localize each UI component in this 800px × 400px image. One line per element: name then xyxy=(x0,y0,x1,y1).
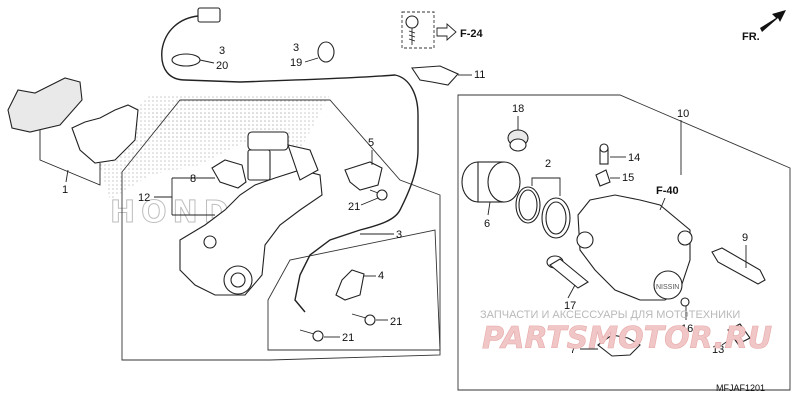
caliper-bracket xyxy=(179,131,323,296)
ref-f40: F-40 xyxy=(656,185,679,197)
callout-3a: 3 xyxy=(219,45,225,57)
callout-11: 11 xyxy=(474,69,485,81)
callout-8: 8 xyxy=(190,173,196,185)
pin-bolt-13 xyxy=(727,323,751,345)
callout-5: 5 xyxy=(368,137,374,149)
callout-1: 1 xyxy=(62,184,68,196)
callout-16: 16 xyxy=(681,323,693,335)
piston-seals-2 xyxy=(515,186,571,239)
callout-10: 10 xyxy=(677,108,689,120)
screw-bolt-icon xyxy=(405,15,419,45)
callout-7: 7 xyxy=(570,344,576,356)
part-code: MFJAF1201 xyxy=(716,383,765,393)
bleeder-cap-15 xyxy=(595,169,611,187)
callout-20: 20 xyxy=(216,60,228,72)
slide-pin-9 xyxy=(711,247,766,285)
slide-pin-17 xyxy=(546,255,589,289)
caliper-assembly-frame xyxy=(121,99,441,361)
watermark-brand: PARTSMOTOR.RU xyxy=(482,321,772,356)
ref-fr: FR. xyxy=(742,31,760,43)
callout-13: 13 xyxy=(712,344,724,356)
front-arrow-icon xyxy=(760,10,786,32)
caliper-body: NISSIN xyxy=(576,194,693,301)
pad-spring-7 xyxy=(597,334,641,357)
bleeder-cap-18 xyxy=(507,129,529,152)
callout-21a: 21 xyxy=(348,201,360,213)
arrow-right-icon xyxy=(436,22,457,42)
wire-clip-19 xyxy=(317,41,335,63)
piston-6 xyxy=(461,161,521,203)
bracket-subframe xyxy=(267,229,441,351)
caliper-brand-mark: NISSIN xyxy=(656,284,679,291)
callout-2: 2 xyxy=(545,158,551,170)
bolt-21b xyxy=(351,313,376,326)
wire-clamp-11 xyxy=(411,65,459,86)
ref-f24: F-24 xyxy=(460,28,484,40)
callout-9: 9 xyxy=(742,232,748,244)
caliper-body-frame xyxy=(457,94,791,391)
callout-19: 19 xyxy=(290,57,302,69)
callout-21b: 21 xyxy=(390,316,402,328)
bolt-21a xyxy=(369,189,388,201)
f24-frame xyxy=(401,11,435,49)
callout-14: 14 xyxy=(628,152,640,164)
callout-17: 17 xyxy=(564,300,576,312)
callout-18: 18 xyxy=(512,103,524,115)
callout-12: 12 xyxy=(138,192,150,204)
sensor-connector xyxy=(161,7,419,313)
sensor-bracket-5 xyxy=(344,161,383,191)
callout-4: 4 xyxy=(378,270,384,282)
wire-clip-20 xyxy=(171,53,201,67)
brake-pads xyxy=(7,77,139,186)
callout-21c: 21 xyxy=(342,332,354,344)
pad-spring-8 xyxy=(211,159,247,189)
callout-3b: 3 xyxy=(293,42,299,54)
callout-3c: 3 xyxy=(396,229,402,241)
watermark-caption: ЗАПЧАСТИ И АКСЕССУАРЫ ДЛЯ МОТОТЕХНИКИ xyxy=(480,309,740,321)
sensor-holder-4 xyxy=(335,269,365,301)
boot-16 xyxy=(680,297,690,307)
bleeder-screw-14 xyxy=(599,143,609,165)
callout-6: 6 xyxy=(484,218,490,230)
callout-15: 15 xyxy=(622,172,634,184)
bolt-21c xyxy=(299,329,324,342)
